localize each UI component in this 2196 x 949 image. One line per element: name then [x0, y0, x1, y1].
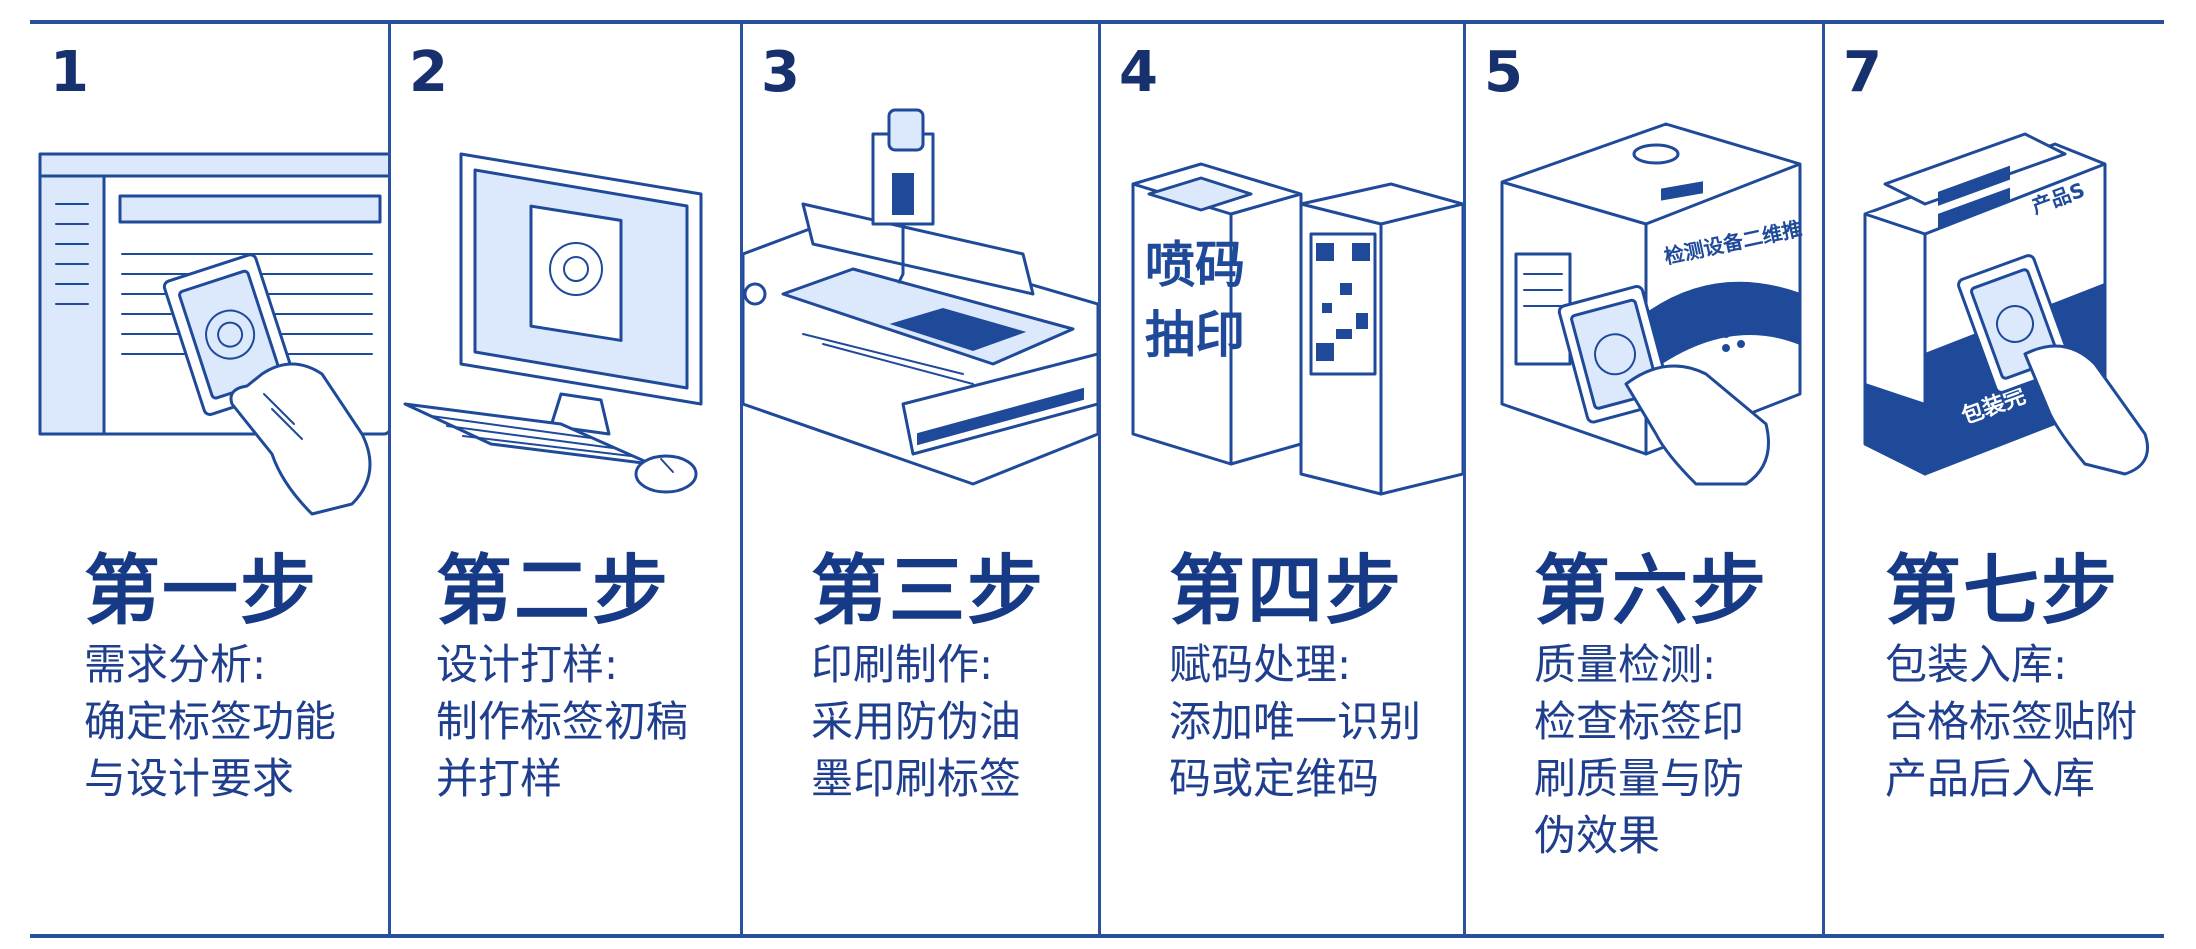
- step-title: 第七步: [1885, 546, 2119, 635]
- step-panel-2: 2 第二步 设计打样: 制作标签初稿 并打样: [391, 24, 740, 934]
- frame-bottom-line: [30, 934, 2164, 938]
- step-title: 第一步: [84, 546, 318, 635]
- step-description: 印刷制作: 采用防伪油 墨印刷标签: [811, 640, 1022, 803]
- step-description: 包装入库: 合格标签贴附 产品后入库: [1885, 640, 2138, 803]
- step-title: 第二步: [436, 546, 670, 635]
- step-description: 质量检测: 检查标签印 刷质量与防 伪效果: [1534, 640, 1745, 860]
- step-number: 3: [761, 40, 800, 105]
- step-description: 赋码处理: 添加唯一识别 码或定维码: [1169, 640, 1422, 803]
- coding-boxes-illustration: 喷码 抽印: [1101, 104, 1463, 534]
- step-panel-6: 7 产品S 包装完 第七步 包装入库: 合格标签贴附 产品后入库: [1825, 24, 2165, 934]
- step-panel-3: 3 第三步 印刷制作: 采用防伪油 墨印刷标签: [743, 24, 1098, 934]
- divider-3: [1098, 22, 1101, 936]
- step-title: 第六步: [1534, 546, 1768, 635]
- step-description: 需求分析: 确定标签功能 与设计要求: [84, 640, 337, 803]
- step-number: 1: [50, 40, 89, 105]
- packaging-box-illustration: 产品S 包装完: [1825, 104, 2165, 534]
- frame-top-line: [30, 20, 2164, 24]
- step-title: 第四步: [1169, 546, 1403, 635]
- step-number: 5: [1484, 40, 1523, 105]
- step-panel-4: 4 喷码 抽印 第四步 赋码处理: 添加唯一识别 码或定维码: [1101, 24, 1463, 934]
- divider-1: [388, 22, 391, 936]
- step-number: 4: [1119, 40, 1158, 105]
- divider-4: [1463, 22, 1466, 936]
- design-computer-illustration: [391, 104, 740, 534]
- printing-machine-illustration: [743, 104, 1098, 534]
- step-panel-1: 1 第一步 需求分析: 确定标签功能 与设计要求: [32, 24, 388, 934]
- quality-check-box-illustration: 检测设备二维推: [1466, 104, 1822, 534]
- divider-5: [1822, 22, 1825, 936]
- step-title: 第三步: [811, 546, 1045, 635]
- requirements-screen-illustration: [32, 104, 388, 534]
- box-print-text-2: 抽印: [1145, 306, 1245, 364]
- step-number: 7: [1843, 40, 1882, 105]
- step-panel-5: 5 检测设备二维推 第六步 质量检测: 检查标签印 刷质量与防 伪效果: [1466, 24, 1822, 934]
- divider-2: [740, 22, 743, 936]
- step-description: 设计打样: 制作标签初稿 并打样: [436, 640, 689, 803]
- step-number: 2: [409, 40, 448, 105]
- qr-code-icon: [1309, 232, 1377, 376]
- box-print-text-1: 喷码: [1145, 236, 1245, 294]
